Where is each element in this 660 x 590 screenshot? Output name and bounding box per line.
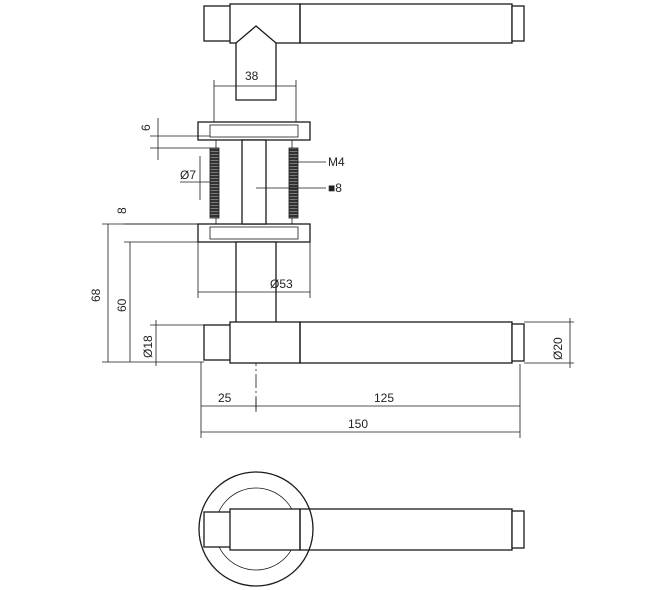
- dim-dia7: Ø7: [180, 156, 210, 200]
- dim-dia18: Ø18: [141, 320, 204, 366]
- top-lever-knurled-grip: [299, 3, 513, 44]
- plan-knurled-grip: [299, 508, 513, 551]
- rose-outer-circle: [198, 471, 314, 587]
- m4-label: M4: [328, 155, 345, 169]
- dim-150: 150: [201, 417, 520, 433]
- dia53-label: Ø53: [270, 277, 293, 291]
- square-8-label: ■8: [328, 181, 342, 195]
- bottom-lever: [203, 321, 525, 364]
- right-m4-screw: [288, 147, 299, 219]
- plan-view: [198, 471, 525, 587]
- top-lever: [203, 3, 525, 101]
- dim-25-label: 25: [218, 391, 232, 405]
- bottom-lever-hub: [229, 321, 301, 364]
- dim-60-label: 60: [115, 298, 129, 312]
- top-lever-tip: [511, 5, 525, 42]
- spindle-core: [241, 139, 267, 225]
- dim-6: 6: [139, 118, 210, 160]
- dim-8-label: 8: [115, 207, 129, 214]
- dim-38-label: 38: [245, 69, 259, 83]
- dim-m4: M4: [298, 155, 345, 169]
- dia18-label: Ø18: [141, 335, 155, 358]
- left-m4-screw: [209, 147, 220, 219]
- dim-dia53: Ø53: [197, 242, 311, 298]
- bottom-lever-tip: [511, 323, 525, 362]
- dim-38: 38: [213, 69, 297, 122]
- rose-assembly: [197, 121, 311, 243]
- dia7-label: Ø7: [180, 168, 196, 182]
- top-spindle-neck: [235, 25, 277, 101]
- dim-6-label: 6: [139, 124, 153, 131]
- plan-hub: [229, 508, 301, 551]
- plan-end-cap: [203, 511, 235, 548]
- dim-25-125: 25 125: [200, 362, 521, 438]
- plan-lever-tip: [511, 510, 525, 549]
- dim-dia20: Ø20: [524, 318, 574, 368]
- dim-150-label: 150: [348, 417, 368, 431]
- dim-8: 8: [115, 207, 198, 243]
- dim-60: 60: [115, 242, 131, 362]
- dim-68: 68: [89, 223, 204, 363]
- dim-125-label: 125: [374, 391, 394, 405]
- dim-square-8: ■8: [256, 181, 342, 195]
- dim-68-label: 68: [89, 288, 103, 302]
- top-lever-end-cap: [203, 5, 235, 42]
- dia20-label: Ø20: [551, 337, 565, 360]
- bottom-lever-knurled-grip: [299, 321, 513, 364]
